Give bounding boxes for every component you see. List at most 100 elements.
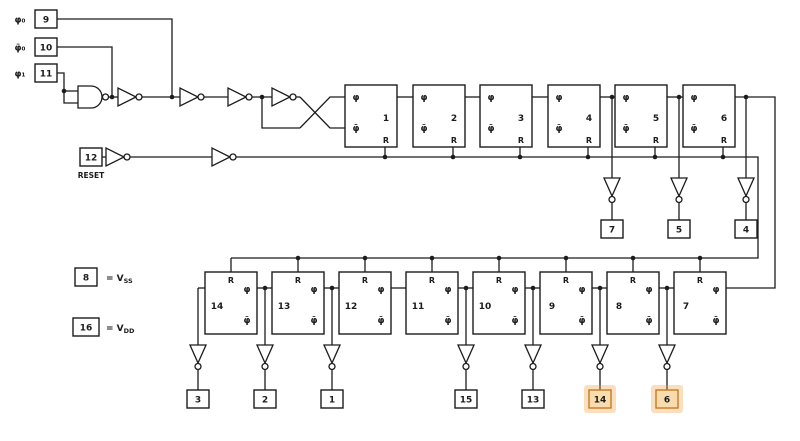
legend-pin-8-number: 8 xyxy=(83,274,89,284)
inverter-bubble xyxy=(462,362,470,371)
clock-pin-label: φ₁ xyxy=(15,70,26,80)
inverter-bubble xyxy=(289,93,297,101)
output-pin-3-box xyxy=(186,389,210,409)
clock-pin-label: φ₀ xyxy=(15,16,26,26)
output-pin-15-number: 15 xyxy=(460,396,473,406)
junction-dot xyxy=(697,255,703,261)
inverter-icon xyxy=(105,146,126,168)
crossover-wire xyxy=(299,96,345,129)
output-buffer-icon xyxy=(523,344,543,365)
phi-bar-label: φ̄ xyxy=(352,124,359,134)
inverter-icon xyxy=(211,146,232,168)
reset-input-label: R xyxy=(228,276,234,285)
phi-bar-label: φ̄ xyxy=(444,316,451,326)
output-pin-7-number: 7 xyxy=(609,226,615,236)
phi-bar-label: φ̄ xyxy=(622,124,629,134)
reset-input-label: R xyxy=(721,136,727,145)
stage-number: 3 xyxy=(518,114,524,124)
phi-label: φ xyxy=(420,93,427,103)
stage-number: 7 xyxy=(683,302,689,312)
output-pin-1-number: 1 xyxy=(329,396,335,406)
wire xyxy=(57,18,173,97)
phi-bar-label: φ̄ xyxy=(712,316,719,326)
junction-dot xyxy=(563,255,569,261)
inverter-icon xyxy=(117,86,138,108)
reset-input-label: R xyxy=(383,136,389,145)
output-buffer-icon xyxy=(456,344,476,365)
flipflop-stage-4 xyxy=(547,84,601,148)
junction-dot xyxy=(652,154,658,160)
clock-pin-9-number: 9 xyxy=(43,16,49,26)
inverter-icon xyxy=(227,86,248,108)
legend-symbol: = V xyxy=(106,324,124,334)
output-pin-14-box xyxy=(588,389,612,409)
phi-label: φ xyxy=(555,93,562,103)
stage-number: 1 xyxy=(383,114,389,124)
stage-number: 12 xyxy=(345,302,358,312)
phi-label: φ xyxy=(487,93,494,103)
output-buffer-icon xyxy=(255,344,275,365)
junction-dot xyxy=(585,154,591,160)
reset-input-label: R xyxy=(630,276,636,285)
phi-bar-label: φ̄ xyxy=(487,124,494,134)
output-buffer-icon xyxy=(322,344,342,365)
reset-label: RESET xyxy=(78,171,105,180)
phi-bar-label: φ̄ xyxy=(310,316,317,326)
inverter-bubble xyxy=(229,153,237,161)
output-pin-5-box xyxy=(667,219,691,239)
phi-bar-label: φ̄ xyxy=(690,124,697,134)
reset-input-label: R xyxy=(451,136,457,145)
output-pin-4-box xyxy=(734,219,758,239)
phi-label: φ xyxy=(511,285,518,295)
crossover-wire xyxy=(299,96,345,129)
reset-bus xyxy=(231,156,759,259)
interstage-clock-wire xyxy=(726,96,776,289)
output-pin-14-number: 14 xyxy=(594,396,607,406)
phi-label: φ xyxy=(645,285,652,295)
inverter-bubble xyxy=(663,362,671,371)
clock-pin-label: φ̄₀ xyxy=(15,44,26,54)
reset-input-label: R xyxy=(586,136,592,145)
output-buffer-icon xyxy=(657,344,677,365)
flipflop-stage-5 xyxy=(614,84,668,148)
stage-number: 2 xyxy=(451,114,457,124)
stage-number: 13 xyxy=(278,302,291,312)
phi-label: φ xyxy=(352,93,359,103)
junction-dot xyxy=(362,255,368,261)
phi-label: φ xyxy=(712,285,719,295)
reset-input-label: R xyxy=(653,136,659,145)
legend-text: = VSS xyxy=(106,274,133,285)
junction-dot xyxy=(450,154,456,160)
phi-bar-label: φ̄ xyxy=(377,316,384,326)
phi-bar-label: φ̄ xyxy=(555,124,562,134)
stage-number: 6 xyxy=(721,114,727,124)
stage-number: 10 xyxy=(479,302,492,312)
reset-input-label: R xyxy=(429,276,435,285)
junction-dot xyxy=(720,154,726,160)
legend-pin-16-number: 16 xyxy=(80,324,93,334)
output-pin-1-box xyxy=(320,389,344,409)
inverter-bubble xyxy=(194,362,202,371)
reset-pin-12-number: 12 xyxy=(85,154,98,164)
reset-input-label: R xyxy=(496,276,502,285)
inverter-bubble xyxy=(675,195,683,204)
phi-label: φ xyxy=(690,93,697,103)
inverter-bubble xyxy=(123,153,131,161)
flipflop-stage-6 xyxy=(682,84,736,148)
stage-number: 5 xyxy=(653,114,659,124)
reset-input-label: R xyxy=(518,136,524,145)
output-pin-5-number: 5 xyxy=(676,226,682,236)
phi-bar-label: φ̄ xyxy=(645,316,652,326)
reset-input-label: R xyxy=(697,276,703,285)
clock-pin-10-number: 10 xyxy=(40,44,53,54)
flipflop-stage-8 xyxy=(606,271,660,335)
junction-dot xyxy=(295,255,301,261)
output-pin-2-box xyxy=(253,389,277,409)
phi-label: φ xyxy=(377,285,384,295)
output-pin-13-box xyxy=(521,389,545,409)
output-buffer-icon xyxy=(602,177,622,198)
reset-input-label: R xyxy=(563,276,569,285)
flipflop-stage-9 xyxy=(539,271,593,335)
flipflop-stage-1 xyxy=(344,84,398,148)
